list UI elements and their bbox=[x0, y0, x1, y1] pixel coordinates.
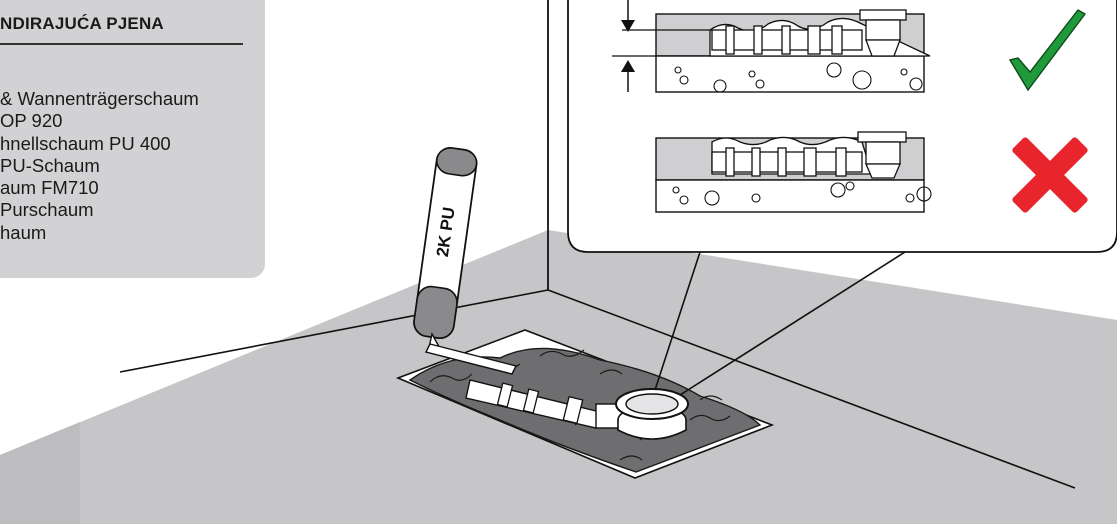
can-bottom-band bbox=[412, 285, 459, 340]
slab-bottom-correct bbox=[656, 56, 924, 92]
slab-bottom-incorrect bbox=[656, 180, 924, 212]
floor-edge bbox=[0, 422, 80, 524]
